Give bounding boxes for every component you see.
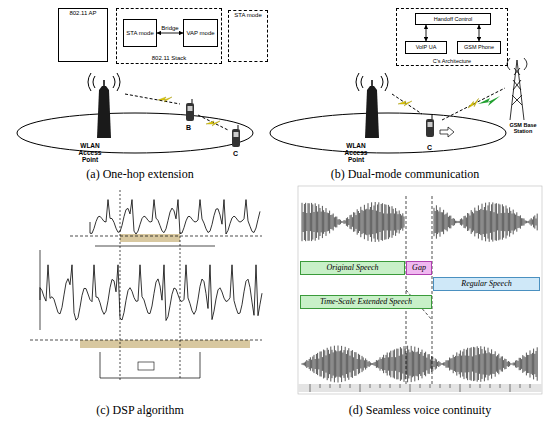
panel-caption: (c) DSP algorithm [96,404,184,417]
edge-label: Bridge [160,25,179,31]
node-box: VAP mode [183,19,218,47]
figure-label: GSM Base Station [503,122,543,134]
node-box: VoIP UA [405,41,447,54]
node-text: GSM Phone [463,43,495,51]
figure-label: WLAN Access Point [336,142,376,163]
panel-caption: (a) One-hop extension [86,168,193,181]
node-text: VAP mode [185,29,215,38]
figure-label: WLAN Access Point [70,142,110,163]
node-box: Regular Speech [433,277,540,291]
node-text: 802.11 Stack [151,54,188,63]
figure-label: C [427,144,432,152]
node-box: GSM Phone [457,41,501,54]
node-text: STA mode [125,29,155,38]
connector [426,25,427,41]
connector [157,33,183,34]
figure-label: C [233,150,238,158]
node-text: STA mode [233,11,263,20]
node-box: STA mode [228,10,268,62]
node-box: 802.11 AP [58,8,108,62]
node-box: Handoff Control [415,13,491,25]
node-text: Handoff Control [433,15,473,23]
node-text: VoIP UA [415,43,438,51]
figure-label: B [186,124,191,132]
node-text: C's Architecture [432,57,472,65]
node-box: Gap [406,261,432,275]
node-box: Original Speech [300,261,405,275]
connector [479,25,480,41]
node-box: C's Architecture Handoff ControlVoIP UA GS… [396,8,508,66]
node-text: Gap [411,262,427,273]
node-text: Time-Scale Extended Speech [319,296,413,307]
node-text: 802.11 AP [68,9,97,18]
node-text: Original Speech [325,262,379,273]
node-box: Time-Scale Extended Speech [300,295,432,309]
panel-caption: (d) Seamless voice continuity [349,404,491,417]
node-box: STA mode [123,19,157,47]
node-box: 802.11 Stack STA mode VAP mode [116,8,222,64]
node-text: Regular Speech [460,278,512,289]
panel-caption: (b) Dual-mode communication [331,168,480,181]
